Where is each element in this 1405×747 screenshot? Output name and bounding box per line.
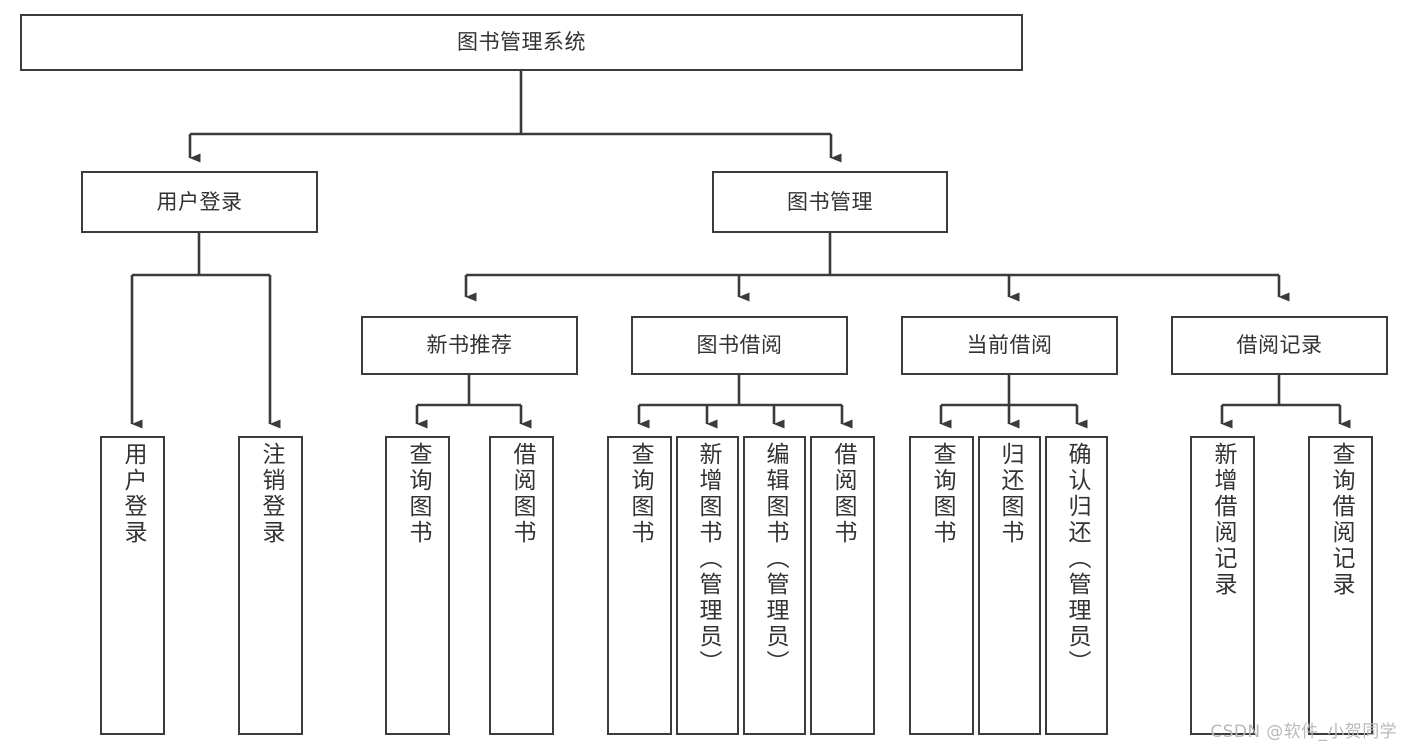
leaf-confirm-return-admin[interactable]: 确认归还（管理员） xyxy=(1045,436,1108,735)
node-label: 图书管理 xyxy=(787,189,873,214)
node-label: 用户登录 xyxy=(120,442,146,546)
leaf-borrow-book-recommend[interactable]: 借阅图书 xyxy=(489,436,554,735)
node-label: 新增图书（管理员） xyxy=(695,442,721,676)
node-current-borrow[interactable]: 当前借阅 xyxy=(901,316,1118,375)
leaf-query-book-recommend[interactable]: 查询图书 xyxy=(385,436,450,735)
leaf-user-login[interactable]: 用户登录 xyxy=(100,436,165,735)
leaf-edit-book-admin[interactable]: 编辑图书（管理员） xyxy=(743,436,806,735)
node-label: 确认归还（管理员） xyxy=(1064,442,1090,676)
node-label: 归还图书 xyxy=(997,442,1023,546)
node-label: 图书管理系统 xyxy=(457,30,586,55)
leaf-borrow-book-borrow[interactable]: 借阅图书 xyxy=(810,436,875,735)
node-label: 查询图书 xyxy=(627,442,653,546)
node-book-borrow[interactable]: 图书借阅 xyxy=(631,316,848,375)
node-borrow-records[interactable]: 借阅记录 xyxy=(1171,316,1388,375)
node-label: 新增借阅记录 xyxy=(1210,442,1236,598)
leaf-query-book-current[interactable]: 查询图书 xyxy=(909,436,974,735)
leaf-return-book[interactable]: 归还图书 xyxy=(978,436,1041,735)
leaf-query-borrow-record[interactable]: 查询借阅记录 xyxy=(1308,436,1373,735)
node-new-book-recommend[interactable]: 新书推荐 xyxy=(361,316,578,375)
node-book-management[interactable]: 图书管理 xyxy=(712,171,948,233)
csdn-watermark: CSDN @软件_小贺同学 xyxy=(1210,722,1397,742)
node-user-login[interactable]: 用户登录 xyxy=(81,171,318,233)
leaf-add-book-admin[interactable]: 新增图书（管理员） xyxy=(676,436,739,735)
leaf-query-book-borrow[interactable]: 查询图书 xyxy=(607,436,672,735)
node-label: 借阅记录 xyxy=(1236,333,1323,358)
node-label: 图书借阅 xyxy=(696,333,783,358)
leaf-user-logout[interactable]: 注销登录 xyxy=(238,436,303,735)
node-label: 借阅图书 xyxy=(830,442,856,546)
node-label: 借阅图书 xyxy=(509,442,535,546)
node-label: 用户登录 xyxy=(156,189,243,214)
node-label: 注销登录 xyxy=(258,442,284,546)
node-label: 编辑图书（管理员） xyxy=(762,442,788,676)
node-label: 查询图书 xyxy=(929,442,955,546)
leaf-add-borrow-record[interactable]: 新增借阅记录 xyxy=(1190,436,1255,735)
node-label: 新书推荐 xyxy=(426,333,513,358)
node-label: 查询图书 xyxy=(405,442,431,546)
node-root-system[interactable]: 图书管理系统 xyxy=(20,14,1023,71)
node-label: 当前借阅 xyxy=(966,333,1053,358)
node-label: 查询借阅记录 xyxy=(1328,442,1354,598)
